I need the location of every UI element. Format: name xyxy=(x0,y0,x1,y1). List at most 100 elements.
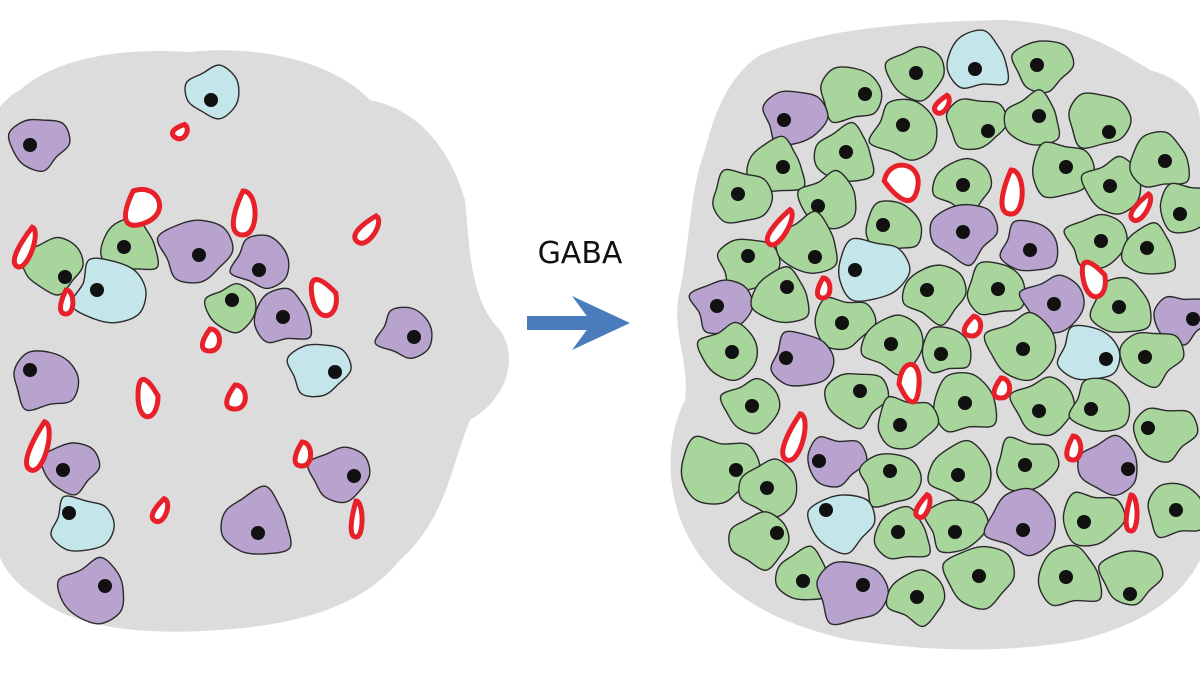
blood-vessel xyxy=(913,491,933,520)
green-cell xyxy=(877,395,940,450)
cell-nucleus xyxy=(770,526,784,540)
cell-nucleus xyxy=(745,399,759,413)
green-cell xyxy=(1062,491,1126,547)
purple-cell xyxy=(770,330,835,387)
cell-nucleus xyxy=(835,316,849,330)
green-cell xyxy=(728,511,790,571)
cell-nucleus xyxy=(893,418,907,432)
cell-nucleus xyxy=(796,574,810,588)
right-cell-layer xyxy=(680,29,1200,628)
blue-cell xyxy=(946,29,1010,89)
cell-nucleus xyxy=(117,240,131,254)
right-vessel-layer xyxy=(764,92,1154,534)
cell-nucleus xyxy=(951,468,965,482)
blood-vessel xyxy=(961,313,984,339)
arrow-shaft xyxy=(527,316,609,330)
blood-vessel xyxy=(815,275,833,301)
cell-nucleus xyxy=(1084,402,1098,416)
left-vessel-layer xyxy=(11,121,381,540)
left-cell-layer xyxy=(7,64,433,625)
blood-vessel xyxy=(764,206,795,248)
cell-nucleus xyxy=(934,347,948,361)
cell-nucleus xyxy=(808,250,822,264)
cell-nucleus xyxy=(1102,125,1116,139)
blood-vessel xyxy=(352,212,381,246)
blood-vessel xyxy=(230,188,258,238)
cell-nucleus xyxy=(876,218,890,232)
cell-nucleus xyxy=(276,310,290,324)
cell-nucleus xyxy=(1094,234,1108,248)
cell-nucleus xyxy=(1123,587,1137,601)
green-cell xyxy=(824,373,890,430)
cell-nucleus xyxy=(1158,154,1172,168)
cell-nucleus xyxy=(251,526,265,540)
cell-nucleus xyxy=(1169,503,1183,517)
purple-cell xyxy=(229,234,290,290)
green-cell xyxy=(945,98,1008,151)
transition-arrow xyxy=(527,296,630,350)
purple-cell xyxy=(306,446,371,504)
cell-nucleus xyxy=(252,263,266,277)
blood-vessel xyxy=(170,121,190,142)
cell-nucleus xyxy=(811,199,825,213)
purple-cell xyxy=(56,556,125,625)
left-islet-background xyxy=(0,50,509,632)
cell-nucleus xyxy=(819,503,833,517)
blood-vessel xyxy=(991,375,1013,401)
cell-nucleus xyxy=(58,270,72,284)
cell-nucleus xyxy=(858,87,872,101)
purple-cell xyxy=(220,485,292,555)
purple-cell xyxy=(374,306,433,359)
cell-nucleus xyxy=(1186,312,1200,326)
blue-cell xyxy=(837,237,911,302)
cell-nucleus xyxy=(856,578,870,592)
blue-cell xyxy=(70,257,147,324)
cell-nucleus xyxy=(1018,458,1032,472)
cell-nucleus xyxy=(347,469,361,483)
blood-vessel xyxy=(780,410,808,463)
arrow-label: GABA xyxy=(537,236,623,271)
cell-nucleus xyxy=(1032,109,1046,123)
blood-vessel xyxy=(896,362,922,405)
blood-vessel xyxy=(292,439,314,469)
cell-nucleus xyxy=(204,93,218,107)
cell-nucleus xyxy=(1173,207,1187,221)
purple-cell xyxy=(1077,434,1138,497)
cell-nucleus xyxy=(972,569,986,583)
cell-nucleus xyxy=(1016,523,1030,537)
cell-nucleus xyxy=(741,249,755,263)
cell-nucleus xyxy=(56,463,70,477)
cell-nucleus xyxy=(812,454,826,468)
green-cell xyxy=(865,200,923,253)
cell-nucleus xyxy=(23,138,37,152)
blood-vessel xyxy=(348,498,365,540)
cell-nucleus xyxy=(1059,160,1073,174)
cell-nucleus xyxy=(98,579,112,593)
cell-nucleus xyxy=(884,337,898,351)
purple-cell xyxy=(816,561,890,626)
cell-nucleus xyxy=(1141,421,1155,435)
blood-vessel xyxy=(122,186,163,228)
cell-nucleus xyxy=(891,525,905,539)
green-cell xyxy=(750,266,810,324)
cell-nucleus xyxy=(883,464,897,478)
cell-nucleus xyxy=(225,293,239,307)
cell-nucleus xyxy=(853,384,867,398)
blood-vessel xyxy=(1128,190,1154,223)
cell-nucleus xyxy=(968,62,982,76)
blood-vessel xyxy=(881,162,921,203)
cell-nucleus xyxy=(1112,300,1126,314)
cell-nucleus xyxy=(328,365,342,379)
cell-nucleus xyxy=(1023,243,1037,257)
blood-vessel xyxy=(1079,259,1108,300)
blood-vessel xyxy=(11,224,38,270)
blue-cell xyxy=(286,343,352,398)
green-cell xyxy=(1068,377,1131,432)
cell-nucleus xyxy=(90,283,104,297)
cell-nucleus xyxy=(848,263,862,277)
cell-nucleus xyxy=(23,363,37,377)
green-cell xyxy=(204,283,257,334)
blood-vessel xyxy=(1064,433,1084,463)
cell-nucleus xyxy=(725,345,739,359)
